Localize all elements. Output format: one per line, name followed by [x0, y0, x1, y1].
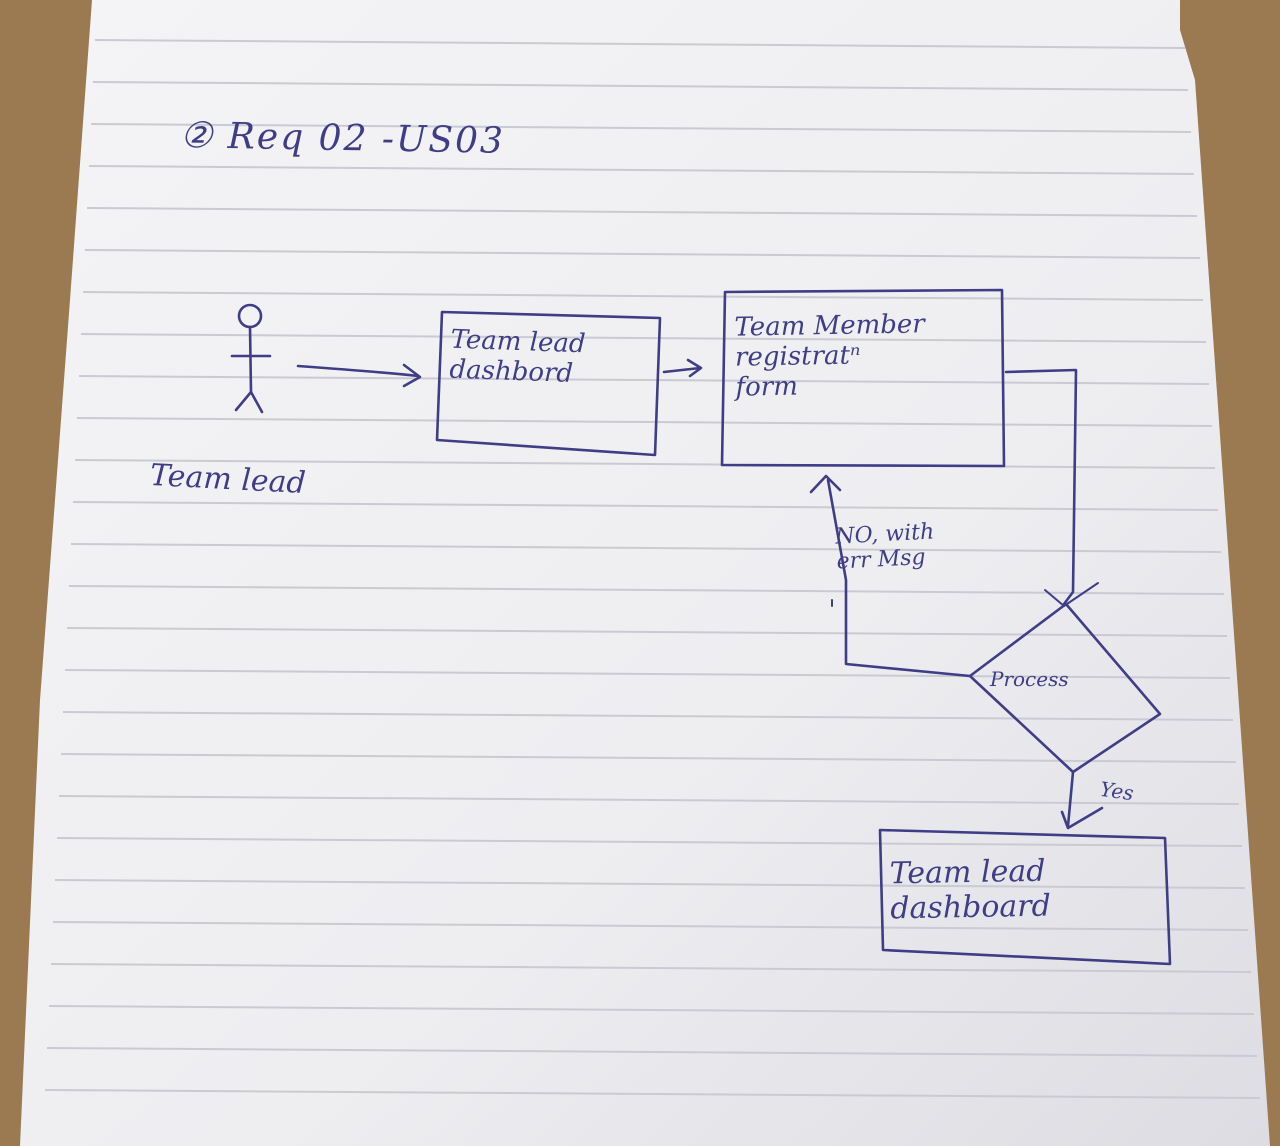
ruled-line — [52, 921, 1249, 931]
ruled-line — [72, 501, 1219, 511]
diagram-title: ② Req 02 -US03 — [179, 115, 506, 162]
decision-label: Process — [990, 667, 1069, 691]
ruled-line — [66, 627, 1228, 637]
no-branch-label: NO, with err Msg — [835, 519, 936, 575]
ruled-line — [56, 837, 1243, 847]
ruled-line — [94, 39, 1186, 49]
ruled-line — [68, 585, 1225, 595]
actor-stick-figure — [230, 303, 272, 414]
dashboard-box-2-line2: dashboard — [889, 888, 1052, 926]
ruled-line — [82, 291, 1204, 301]
no-branch-line2: err Msg — [836, 545, 927, 575]
ruled-line — [88, 165, 1195, 175]
arrow-form-to-decision — [1004, 368, 1078, 606]
ruled-line — [50, 963, 1252, 973]
ruled-line — [90, 123, 1192, 133]
ruled-line — [58, 795, 1240, 805]
dashboard-box-1 — [435, 310, 662, 457]
ruled-line — [92, 81, 1189, 91]
ruled-line — [54, 879, 1246, 889]
dashboard-box-2 — [878, 828, 1172, 966]
registration-form-label: Team Member registratⁿ form — [734, 309, 926, 403]
registration-form-line3: form — [735, 371, 799, 403]
ruled-line — [60, 753, 1237, 763]
arrow-dashboard-to-form — [662, 358, 703, 378]
ruled-line — [84, 249, 1201, 259]
paper-sheet — [20, 0, 1270, 1146]
dashboard-box-1-label: Team lead dashbord — [449, 325, 586, 390]
registration-form-box — [720, 288, 1006, 468]
dashboard-box-2-label: Team lead dashboard — [889, 853, 1052, 927]
ruled-line — [80, 333, 1207, 343]
registration-form-line2: registratⁿ — [734, 340, 861, 373]
ruled-line — [48, 1005, 1255, 1015]
ruled-lines — [44, 39, 1261, 1099]
ruled-line — [70, 543, 1222, 553]
dashboard-box-2-line1: Team lead — [889, 853, 1046, 892]
ruled-line — [74, 459, 1216, 469]
yes-branch-label: Yes — [1098, 776, 1136, 806]
ruled-line — [86, 207, 1198, 217]
arrow-yes-to-dashboard — [1060, 770, 1104, 830]
ruled-line — [62, 711, 1234, 721]
ruled-line — [44, 1089, 1261, 1099]
arrow-no-back-to-form — [809, 474, 972, 678]
ruled-line — [46, 1047, 1258, 1057]
ruled-line — [76, 417, 1213, 427]
ruled-line — [64, 669, 1231, 679]
arrow-actor-to-dashboard — [296, 363, 422, 388]
registration-form-line1: Team Member — [734, 309, 925, 343]
dashboard-box-1-line2: dashbord — [449, 354, 574, 389]
ruled-line — [78, 375, 1210, 385]
